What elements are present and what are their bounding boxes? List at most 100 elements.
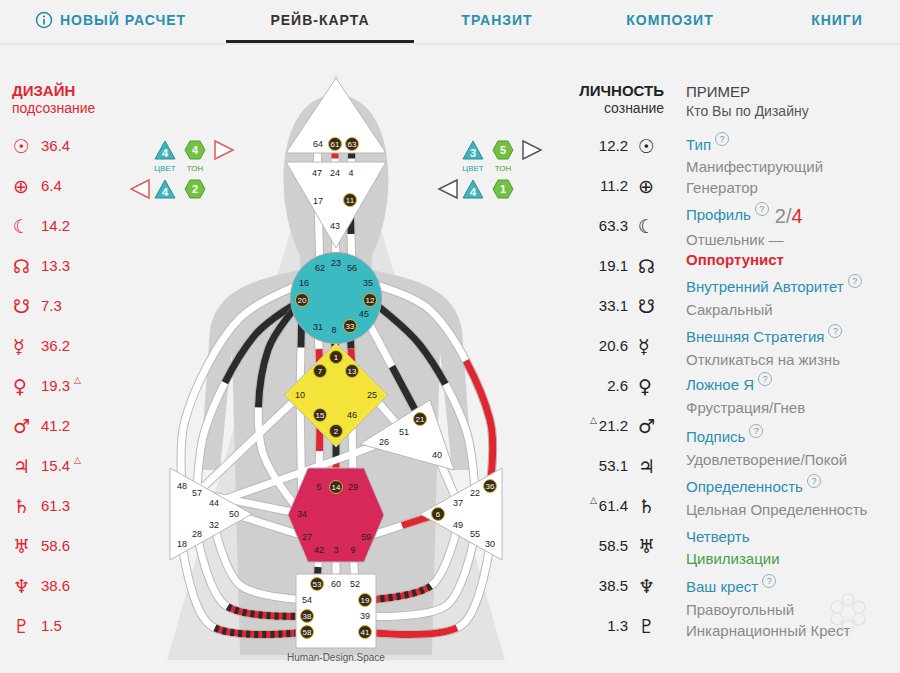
property-name: Ваш крест	[686, 578, 758, 596]
planet-symbol: ☉	[638, 135, 655, 158]
exalted-mark: △	[74, 455, 81, 466]
panel-heading: ПРИМЕР	[686, 83, 750, 101]
nav-tab: КОМПОЗИТ	[626, 12, 713, 29]
planet-symbol: ☊	[13, 255, 30, 278]
gate-number: 45	[359, 309, 369, 319]
gate-number: 37	[453, 498, 463, 508]
color-triangle	[155, 180, 175, 198]
property-name: Подпись	[686, 428, 745, 446]
profile-number: 4	[791, 204, 802, 228]
gate-number: 56	[347, 263, 357, 273]
planet-symbol: ☾	[638, 215, 655, 238]
channel-base	[365, 534, 475, 616]
property-name: Внешняя Стратегия	[686, 328, 824, 346]
channel	[365, 534, 475, 616]
gate-number: 50	[229, 509, 239, 519]
planet-symbol: ☉	[13, 135, 30, 158]
channel-base	[365, 525, 458, 600]
color-number: 4	[470, 187, 476, 197]
color-number: 3	[470, 148, 476, 158]
gate-number: 8	[331, 325, 336, 335]
gate-number: 5	[316, 482, 321, 492]
help-icon: ?	[848, 274, 862, 288]
gate-number: 61	[328, 137, 342, 151]
gate-line-value: 61.3	[41, 497, 70, 515]
column-subheading: подсознание	[12, 100, 95, 117]
channel-activation	[365, 544, 490, 635]
column-subheading: сознание	[604, 100, 664, 117]
gate-number: 1	[329, 350, 343, 364]
g-center: 1713102515462	[284, 343, 388, 447]
property-value: Цивилизации	[686, 550, 780, 568]
gate-line-value: 53.1	[599, 457, 628, 475]
color-badge: 4	[154, 179, 176, 199]
profile-number: 2/	[775, 204, 792, 228]
property-value: Отшельник —	[686, 229, 783, 250]
planet-symbol: ♃	[638, 455, 655, 478]
gate-number: 55	[470, 529, 480, 539]
planet-symbol: ☿	[13, 335, 25, 358]
badge-caption: ЦВЕТ	[462, 164, 483, 174]
planet-symbol: ♄	[638, 495, 655, 518]
gate-line-value: 19.3	[41, 377, 70, 395]
planet-symbol: ♄	[13, 495, 30, 518]
property-name: Четверть	[686, 528, 750, 546]
gate-number: 49	[453, 520, 463, 530]
gate-number: 64	[313, 139, 323, 149]
color-triangle	[463, 141, 483, 159]
gate-line-value: 36.4	[41, 137, 70, 155]
root-center: 536052541938395841	[296, 574, 376, 648]
center-outline	[360, 400, 454, 470]
gate-line-value: 41.2	[41, 417, 70, 435]
channel-activation	[182, 544, 307, 635]
tone-badge: 5	[492, 140, 514, 160]
property-name: Тип	[686, 136, 711, 154]
channel	[365, 544, 490, 635]
planet-symbol: ⊕	[13, 175, 29, 198]
gate-number: 14	[329, 480, 343, 494]
channel-outline	[197, 534, 307, 616]
info-dot	[43, 15, 45, 17]
gate-line-value: 38.6	[41, 577, 70, 595]
gate-number: 6	[431, 507, 445, 521]
center-outline	[286, 78, 386, 153]
tone-hexagon	[185, 141, 205, 159]
gate-number: 21	[413, 412, 427, 426]
center-outline	[291, 253, 382, 344]
gate-number: 39	[360, 611, 370, 621]
planet-symbol: ♀	[638, 375, 652, 398]
gate-number: 38	[300, 609, 314, 623]
prev-arrow	[439, 180, 457, 198]
gate-number: 2	[329, 424, 343, 438]
channel	[214, 525, 307, 600]
gate-number: 48	[177, 481, 187, 491]
gate-number: 17	[313, 196, 323, 206]
gate-number: 52	[350, 579, 360, 589]
gate-line-value: 63.3	[599, 217, 628, 235]
ajna-center: 47244171143	[286, 162, 386, 248]
color-number: 4	[162, 148, 168, 158]
property-value: Цельная Определенность	[686, 499, 867, 520]
channel-activation	[365, 525, 458, 600]
info-icon	[37, 13, 52, 28]
gate-number: 54	[302, 595, 312, 605]
gate-number: 30	[485, 539, 495, 549]
gate-number: 33	[343, 319, 357, 333]
gate-line-value: 14.2	[41, 217, 70, 235]
gate-line-value: 36.2	[41, 337, 70, 355]
gate-number: 22	[470, 488, 480, 498]
tab-divider	[0, 44, 900, 45]
head-center: 646163	[286, 78, 386, 153]
channel-activation	[197, 534, 307, 616]
solar-plexus-center: 3622376495530	[420, 468, 502, 560]
badge-caption: ТОН	[495, 164, 512, 174]
center-outline	[288, 468, 384, 562]
help-icon: ?	[762, 574, 776, 588]
planet-symbol: ♇	[638, 615, 655, 638]
property-name: Определенность	[686, 478, 803, 496]
planet-symbol: ☊	[638, 255, 655, 278]
center-outline	[284, 343, 388, 447]
logo-petal	[842, 594, 854, 606]
help-icon: ?	[749, 424, 763, 438]
center-outline	[170, 468, 252, 560]
